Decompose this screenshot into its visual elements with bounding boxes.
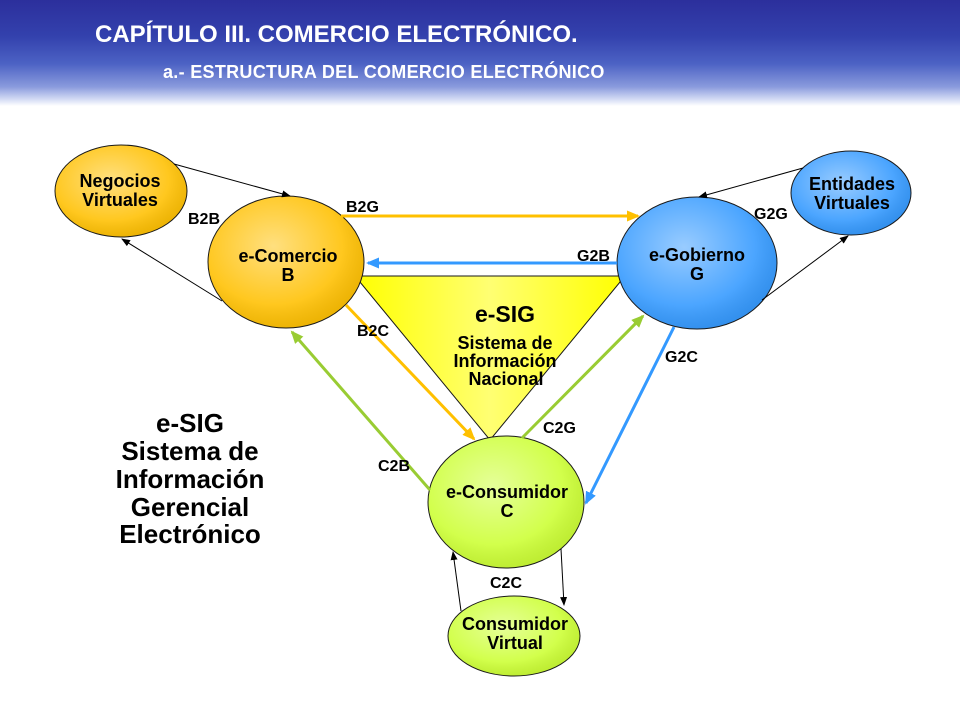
center-line-1: Sistema de <box>457 333 552 353</box>
arrow-g2c <box>584 326 676 505</box>
edge-label-g2b: G2B <box>577 248 610 265</box>
center-line-3: Nacional <box>468 369 543 389</box>
header-banner: CAPÍTULO III. COMERCIO ELECTRÓNICO. a.- … <box>0 0 960 106</box>
node-e-consumidor: e-Consumidor C <box>427 435 585 569</box>
arrow-g2g-to-e-gobierno <box>698 167 804 199</box>
node-consumidor-virtual-outline <box>447 595 581 677</box>
node-negocios-virtuales-label-line2: Virtuales <box>82 190 158 210</box>
center-title: e-SIG <box>475 301 535 327</box>
chapter-title: CAPÍTULO III. COMERCIO ELECTRÓNICO. <box>95 21 578 48</box>
node-e-gobierno-label: e-Gobierno <box>649 245 745 265</box>
edge-label-c2c: C2C <box>490 575 522 592</box>
edge-label-g2g: G2G <box>754 206 788 223</box>
node-entidades-virtuales-outline <box>790 150 912 236</box>
node-consumidor-virtual: Consumidor Virtual <box>447 595 581 677</box>
node-entidades-virtuales-label-line1: Entidades <box>809 174 895 194</box>
arrow-g2g-to-entidades-virtuales <box>761 235 849 301</box>
arrow-c2c-to-e-consumidor <box>450 551 462 612</box>
node-entidades-virtuales: Entidades Virtuales <box>790 150 912 236</box>
node-consumidor-virtual-label-line1: Consumidor <box>462 614 568 634</box>
node-negocios-virtuales-label-line1: Negocios <box>79 171 160 191</box>
node-e-consumidor-letter: C <box>501 501 514 521</box>
arrow-c2b <box>290 330 432 491</box>
node-e-comercio: e-Comercio B <box>207 195 365 329</box>
edge-label-g2c: G2C <box>665 349 698 366</box>
center-triangle <box>353 275 627 441</box>
arrow-b2c <box>344 303 476 441</box>
node-e-gobierno-letter: G <box>690 264 704 284</box>
side-caption-line-3: Información <box>116 464 265 494</box>
edge-label-b2c: B2C <box>357 323 389 340</box>
arrow-c2g <box>520 314 645 440</box>
edge-labels: B2B B2G G2B G2G B2C C2B C2G G2C C2C <box>188 199 788 592</box>
node-e-comercio-label: e-Comercio <box>238 246 337 266</box>
side-caption: e-SIG Sistema de Información Gerencial E… <box>116 408 265 549</box>
node-negocios-virtuales-outline <box>54 144 188 238</box>
arrow-b2b-to-e-comercio <box>173 163 291 198</box>
node-negocios-virtuales: Negocios Virtuales <box>54 144 188 238</box>
arrow-b2b-to-negocios-virtuales <box>121 238 223 302</box>
edge-label-b2g: B2G <box>346 199 379 216</box>
node-e-gobierno: e-Gobierno G <box>616 196 778 330</box>
node-e-comercio-letter: B <box>282 265 295 285</box>
arrow-c2c-to-consumidor-virtual <box>560 548 568 606</box>
node-consumidor-virtual-label-line2: Virtual <box>487 633 543 653</box>
edge-label-b2b: B2B <box>188 211 220 228</box>
center-triangle-text: e-SIG Sistema de Información Nacional <box>453 301 556 389</box>
center-line-2: Información <box>453 351 556 371</box>
section-subtitle: a.- ESTRUCTURA DEL COMERCIO ELECTRÓNICO <box>163 62 605 82</box>
edge-label-c2g: C2G <box>543 420 576 437</box>
node-e-consumidor-label: e-Consumidor <box>446 482 568 502</box>
node-e-consumidor-outline <box>427 435 585 569</box>
center-triangle-outline <box>353 275 627 441</box>
edge-label-c2b: C2B <box>378 458 410 475</box>
node-entidades-virtuales-label-line2: Virtuales <box>814 193 890 213</box>
arrows <box>121 163 849 612</box>
side-caption-line-5: Electrónico <box>119 519 261 549</box>
side-caption-line-4: Gerencial <box>131 492 250 522</box>
side-caption-line-1: e-SIG <box>156 408 224 438</box>
side-caption-line-2: Sistema de <box>121 436 258 466</box>
